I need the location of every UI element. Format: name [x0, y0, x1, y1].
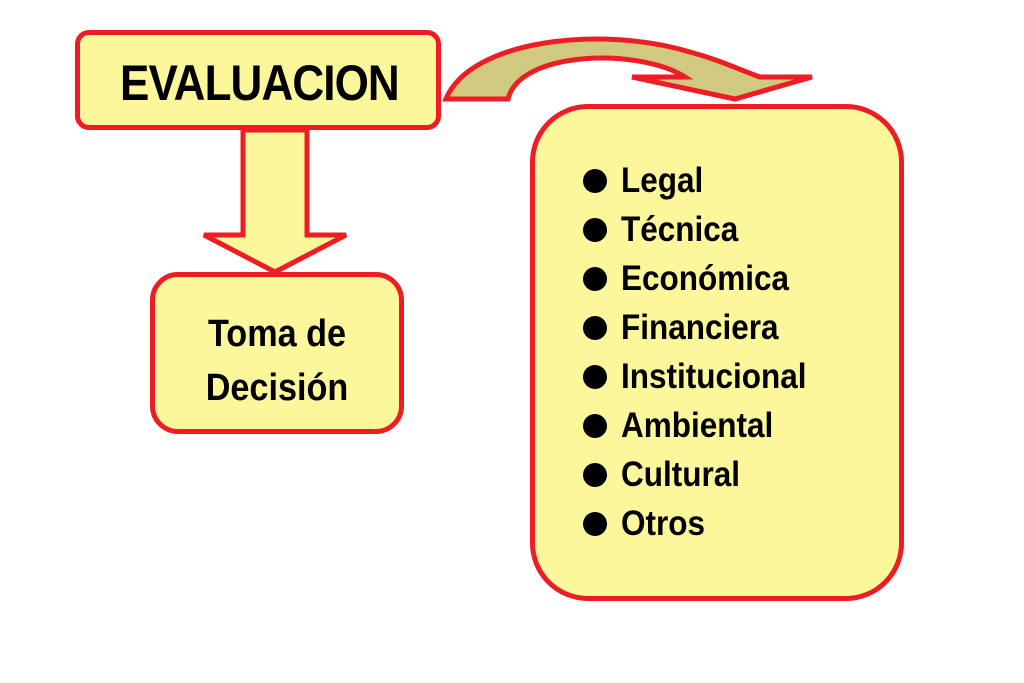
criteria-box: Legal Técnica Económica Financiera Insti…	[530, 104, 904, 601]
curved-arrow-icon	[442, 36, 813, 102]
criteria-item: Legal	[583, 156, 827, 205]
criteria-list: Legal Técnica Económica Financiera Insti…	[583, 156, 827, 548]
decision-label-line-1: Toma de	[207, 313, 347, 355]
criteria-item: Otros	[583, 499, 827, 548]
bullet-icon	[583, 168, 607, 193]
bullet-icon	[583, 462, 607, 487]
bullet-icon	[583, 511, 607, 536]
bullet-icon	[583, 413, 607, 438]
criteria-item: Técnica	[583, 205, 827, 254]
criteria-item: Cultural	[583, 450, 827, 499]
bullet-icon	[583, 266, 607, 291]
criteria-item: Financiera	[583, 303, 827, 352]
decision-label: Toma de Decisión	[167, 307, 387, 415]
bullet-icon	[583, 315, 607, 340]
evaluation-box: EVALUACION	[75, 30, 441, 130]
evaluation-title: EVALUACION	[120, 55, 400, 111]
bullet-icon	[583, 364, 607, 389]
decision-box: Toma de Decisión	[150, 272, 404, 434]
criteria-item: Económica	[583, 254, 827, 303]
down-arrow-icon	[202, 127, 348, 275]
criteria-item: Ambiental	[583, 401, 827, 450]
bullet-icon	[583, 217, 607, 242]
decision-label-line-2: Decisión	[205, 367, 349, 409]
criteria-item: Institucional	[583, 352, 827, 401]
